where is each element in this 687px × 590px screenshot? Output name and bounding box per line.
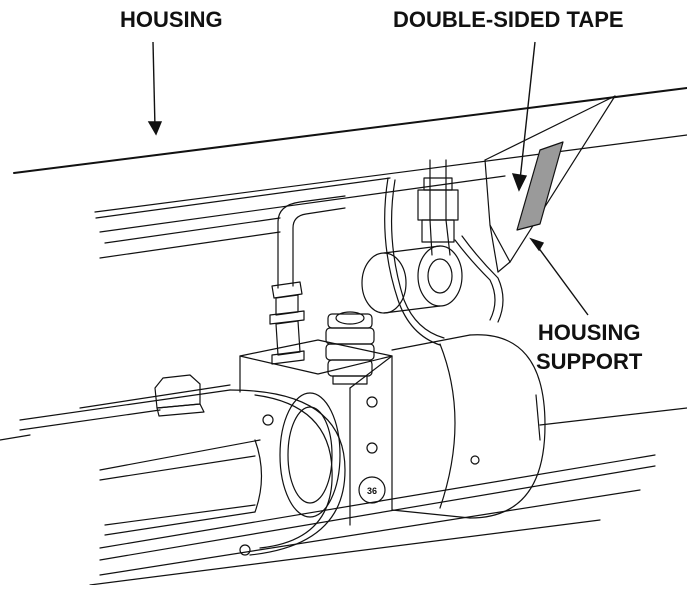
tape-leader-line — [519, 41, 536, 181]
housing-edge-2 — [94, 134, 687, 213]
tape-arrowhead — [511, 173, 528, 192]
housing-support-callout: HOUSING SUPPORT — [536, 318, 642, 376]
housing-support-callout-line1: HOUSING — [537, 320, 641, 345]
electric-motor — [391, 334, 546, 519]
pump-reservoir — [19, 384, 346, 556]
filler-cap — [154, 374, 205, 417]
motor-face-marking: 36 — [367, 486, 377, 496]
housing-support-callout-line2: SUPPORT — [536, 349, 643, 374]
housing-edge-3 — [95, 177, 391, 219]
support-arrowhead — [529, 237, 545, 252]
manifold-block — [239, 339, 393, 526]
housing-edge-6 — [99, 231, 281, 259]
electrical-wiring — [384, 159, 504, 346]
housing-leader-line — [152, 41, 156, 129]
leader-lines — [147, 41, 589, 316]
hydraulic-hose — [277, 195, 346, 289]
hose-fitting — [269, 281, 305, 365]
mounting-rail — [0, 407, 687, 586]
housing-top-edge — [13, 87, 687, 174]
solenoid-connector — [417, 177, 459, 243]
double-sided-tape-callout: DOUBLE-SIDED TAPE — [393, 7, 624, 32]
housing-support-bracket — [484, 95, 616, 273]
housing-edge-5 — [104, 217, 281, 244]
support-leader-line — [534, 242, 589, 316]
relief-valve-stack — [325, 311, 375, 385]
housing-arrowhead — [147, 121, 163, 136]
start-solenoid — [361, 245, 463, 314]
housing-callout: HOUSING — [120, 7, 223, 32]
double-sided-tape-strip — [516, 141, 564, 231]
housing-edge-4 — [99, 175, 506, 233]
